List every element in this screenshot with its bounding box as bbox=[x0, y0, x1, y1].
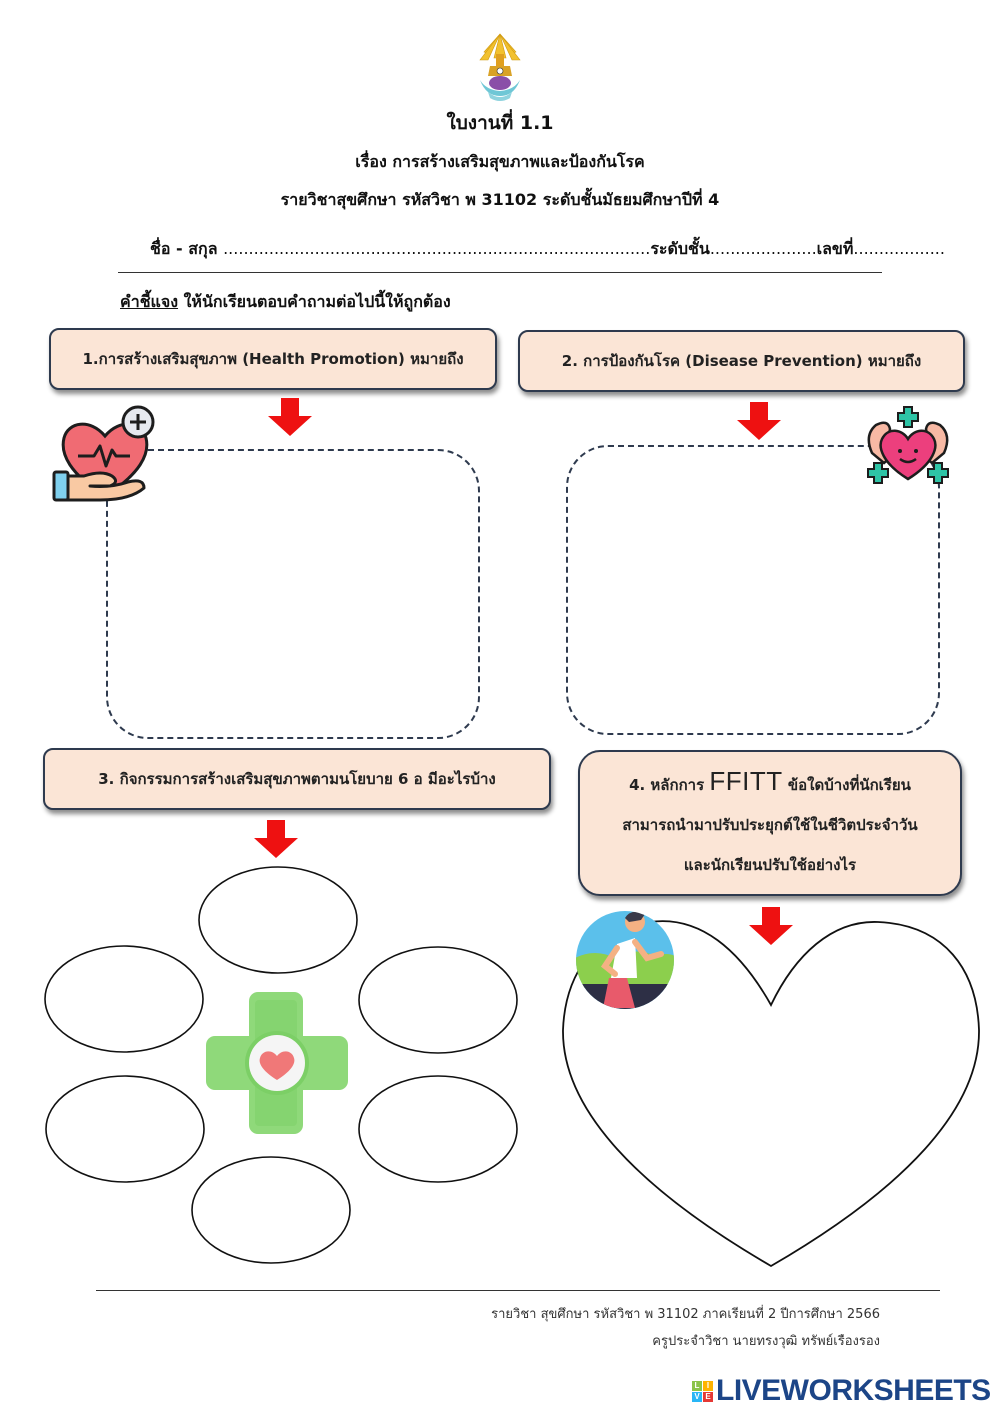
heart-answer-shape[interactable] bbox=[0, 0, 1000, 1290]
footer-teacher: ครูประจำวิชา นายทรงวุฒิ ทรัพย์เรืองรอง bbox=[652, 1334, 880, 1349]
question-2-text: 2. การป้องกันโรค (Disease Prevention) หม… bbox=[561, 352, 922, 370]
name-field[interactable]: ........................................… bbox=[223, 239, 651, 258]
class-field[interactable]: ..................... bbox=[709, 239, 817, 258]
worksheet-title: ใบงานที่ 1.1 bbox=[446, 112, 554, 134]
question-1-answer-area[interactable] bbox=[106, 449, 480, 739]
question-1-box: 1.การสร้างเสริมสุขภาพ (Health Promotion)… bbox=[49, 328, 497, 390]
question-4-box: 4. หลักการ FFITT ข้อใดบ้างที่นักเรียน สา… bbox=[578, 750, 962, 896]
answer-oval-4[interactable] bbox=[45, 1075, 205, 1183]
ffitt-keyword: FFITT bbox=[709, 766, 783, 796]
class-label: ระดับชั้น bbox=[650, 239, 710, 258]
question-4-line-1: 4. หลักการ FFITT ข้อใดบ้างที่นักเรียน bbox=[629, 766, 911, 796]
liveworksheets-wordmark: LIVEWORKSHEETS bbox=[716, 1374, 991, 1407]
course-info: รายวิชาสุขศึกษา รหัสวิชา พ 31102 ระดับชั… bbox=[280, 190, 720, 209]
header-divider bbox=[118, 272, 882, 273]
liveworksheets-logo[interactable]: L I V E LIVEWORKSHEETS bbox=[692, 1374, 991, 1408]
number-label: เลขที่ bbox=[816, 239, 854, 258]
medical-cross-heart-icon bbox=[206, 992, 348, 1134]
instruction-label: คำชี้แจง bbox=[120, 292, 179, 311]
arrow-down-icon bbox=[737, 402, 781, 440]
question-2-answer-area[interactable] bbox=[566, 445, 940, 735]
footer-divider bbox=[96, 1290, 940, 1291]
question-1-text: 1.การสร้างเสริมสุขภาพ (Health Promotion)… bbox=[82, 350, 464, 368]
question-3-text: 3. กิจกรรมการสร้างเสริมสุขภาพตามนโยบาย 6… bbox=[98, 770, 496, 788]
number-field[interactable]: .................. bbox=[853, 239, 945, 258]
student-info-line: ชื่อ - สกุล ............................… bbox=[150, 237, 945, 262]
answer-oval-5[interactable] bbox=[358, 1075, 518, 1183]
live-grid-icon: L I V E bbox=[692, 1380, 713, 1402]
worksheet-subject: เรื่อง การสร้างเสริมสุขภาพและป้องกันโรค bbox=[355, 152, 645, 171]
question-4-line-3: และนักเรียนปรับใช้อย่างไร bbox=[683, 856, 857, 874]
instruction: คำชี้แจง ให้นักเรียนตอบคำถามต่อไปนี้ให้ถ… bbox=[120, 290, 451, 315]
answer-oval-2[interactable] bbox=[44, 945, 204, 1053]
arrow-down-icon bbox=[749, 907, 793, 945]
arrow-down-icon bbox=[268, 398, 312, 436]
answer-oval-1[interactable] bbox=[198, 866, 358, 974]
heart-in-hand-icon bbox=[50, 404, 160, 508]
arrow-down-icon bbox=[254, 820, 298, 858]
answer-oval-3[interactable] bbox=[358, 946, 518, 1054]
school-emblem-icon bbox=[474, 30, 526, 108]
question-3-box: 3. กิจกรรมการสร้างเสริมสุขภาพตามนโยบาย 6… bbox=[43, 748, 551, 810]
question-2-box: 2. การป้องกันโรค (Disease Prevention) หม… bbox=[518, 330, 965, 392]
name-label: ชื่อ - สกุล bbox=[150, 239, 218, 258]
strong-heart-icon bbox=[862, 405, 954, 491]
instruction-text: ให้นักเรียนตอบคำถามต่อไปนี้ให้ถูกต้อง bbox=[178, 292, 451, 311]
runner-icon bbox=[575, 908, 675, 1010]
footer-course-info: รายวิชา สุขศึกษา รหัสวิชา พ 31102 ภาคเรี… bbox=[491, 1307, 880, 1322]
question-4-line-2: สามารถนำมาปรับประยุกต์ใช้ในชีวิตประจำวัน bbox=[622, 816, 918, 834]
six-a-diagram bbox=[44, 866, 518, 1264]
answer-oval-6[interactable] bbox=[191, 1156, 351, 1264]
